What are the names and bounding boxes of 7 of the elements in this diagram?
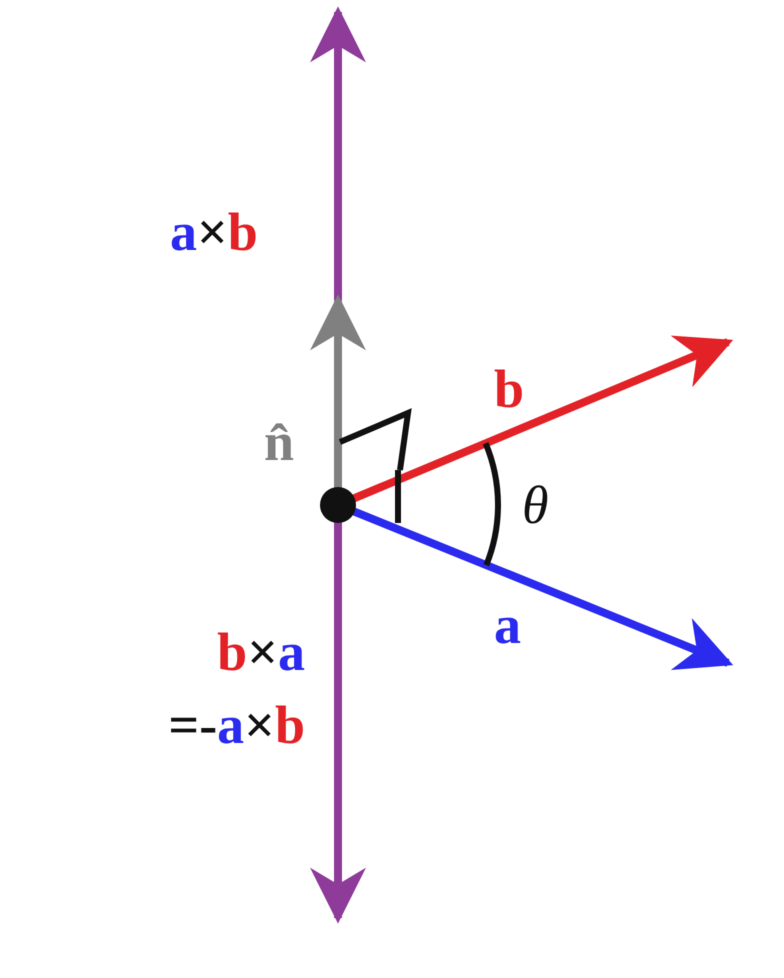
vector-label: b×a: [217, 625, 305, 679]
vector-label: θ: [522, 478, 549, 532]
vector-label: =-a×b: [168, 698, 305, 752]
vector-label: a: [494, 598, 521, 652]
vector-label: a×b: [170, 205, 258, 259]
vector-label: n̂: [264, 415, 294, 469]
vector-label: b: [494, 362, 524, 416]
